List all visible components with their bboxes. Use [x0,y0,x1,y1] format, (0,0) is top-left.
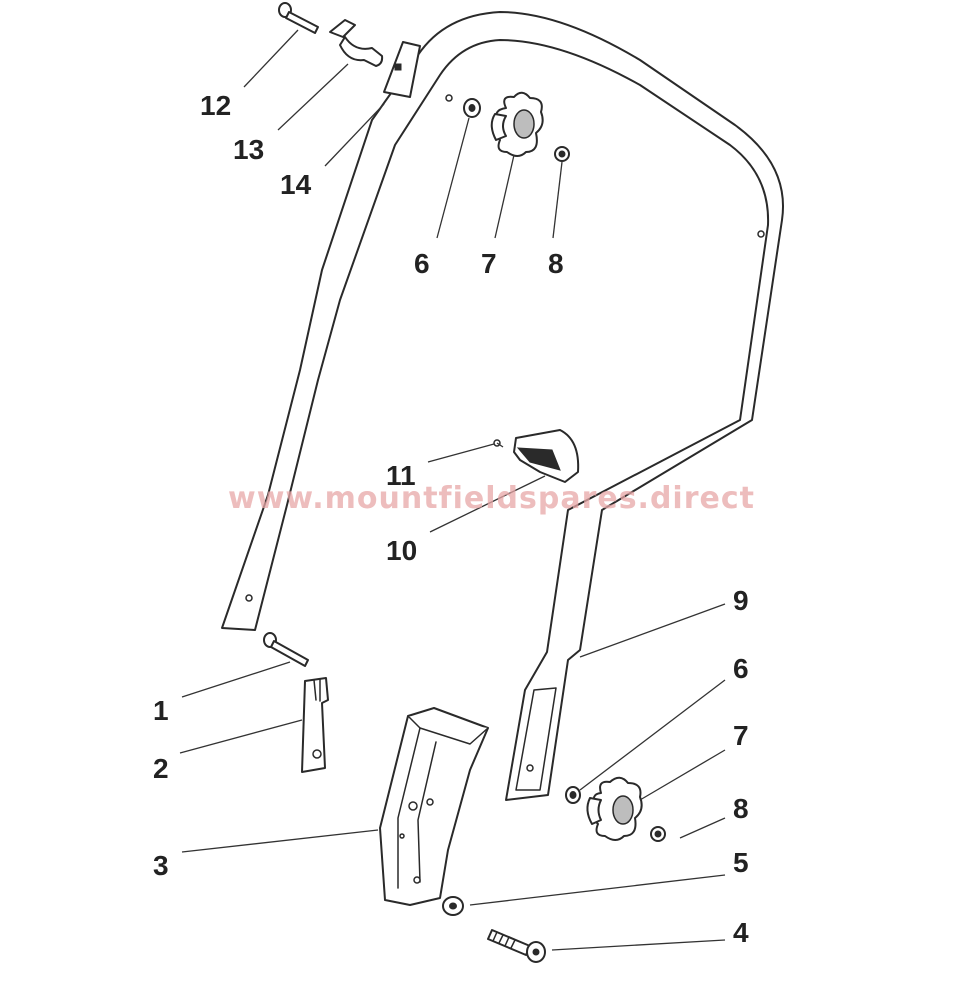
leader-6-top [436,117,470,239]
leader-3 [181,829,379,853]
callout-13: 13 [233,134,264,165]
leader-4 [551,939,726,951]
leader-2 [179,719,303,754]
callout-7-top: 7 [481,248,497,279]
callout-8-bottom: 8 [733,793,749,824]
leader-12 [243,29,299,88]
screw-part-11 [493,439,504,448]
cable-clip-part-13 [329,19,384,67]
callout-3: 3 [153,850,169,881]
knob-part-7-top [490,91,544,157]
watermark-text: www.mountfieldspares.direct [228,481,755,516]
leader-6-bottom [579,679,726,791]
leader-lines [179,29,726,951]
leader-10 [429,475,546,533]
callout-12: 12 [200,90,231,121]
washer-part-6-bottom [565,786,581,804]
handle-bracket-part-3 [379,707,489,906]
callout-4: 4 [733,917,749,948]
bolt-part-1 [263,632,309,667]
leader-8-bottom [679,817,726,839]
leader-7-bottom [639,749,726,801]
cable-clip-part-10 [513,429,580,483]
leader-8-top [552,161,563,239]
upper-handle-frame [221,11,784,801]
callout-9: 9 [733,585,749,616]
bracket-plate-part-2 [301,677,329,773]
callout-10: 10 [386,535,417,566]
callout-7-bottom: 7 [733,720,749,751]
bolt-part-4 [487,929,546,963]
leader-7-top [494,154,515,239]
callout-5: 5 [733,847,749,878]
leader-1 [181,661,291,698]
washer-part-5 [442,896,464,916]
callout-14: 14 [280,169,312,200]
nut-part-8-top [554,146,570,162]
leader-5 [469,874,726,906]
callout-1: 1 [153,695,169,726]
callout-2: 2 [153,753,169,784]
washer-part-6-top [463,98,481,118]
leader-11 [427,443,495,463]
leader-13 [277,63,349,131]
cable-tie-part-14 [383,41,421,98]
nut-part-8-bottom [650,826,666,842]
callout-labels: 12 13 14 6 7 8 11 10 9 6 7 8 5 4 1 2 3 [153,90,749,948]
knob-part-7-bottom [586,776,643,841]
callout-6-top: 6 [414,248,430,279]
callout-11: 11 [386,460,416,491]
leader-14 [324,103,385,167]
callout-8-top: 8 [548,248,564,279]
screw-part-12 [278,2,319,34]
callout-6-bottom: 6 [733,653,749,684]
leader-9 [579,603,726,658]
